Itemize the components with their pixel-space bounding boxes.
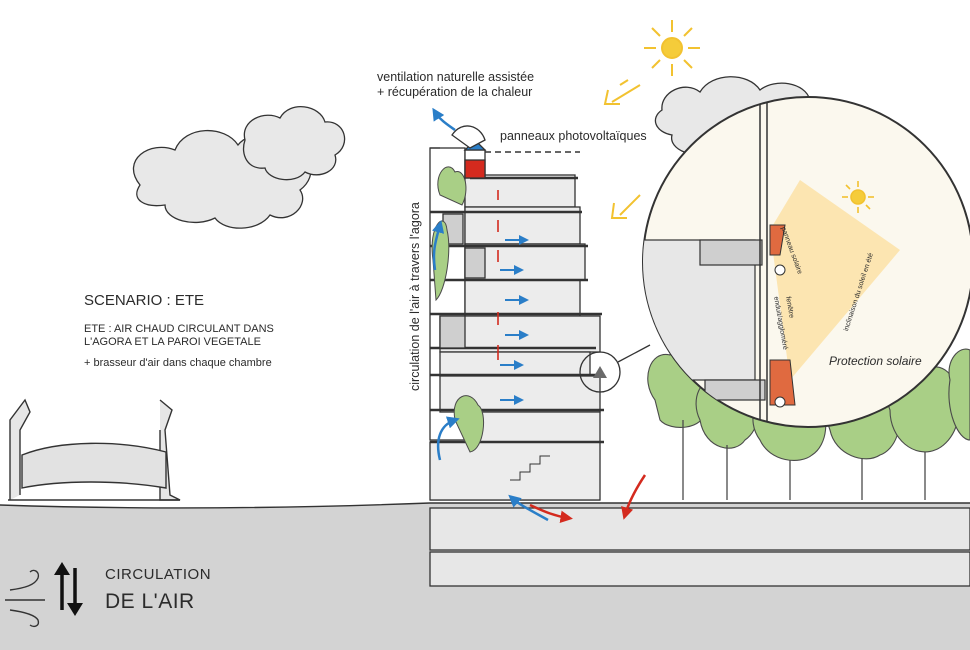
detail-marker: [579, 351, 621, 393]
left-pavilion: [8, 398, 181, 501]
panels-label: panneaux photovoltaïques: [500, 129, 647, 143]
legend-wind-icon: [5, 569, 45, 628]
scenario-title: SCENARIO : ETE: [84, 292, 205, 309]
ventilation-label-1: ventilation naturelle assistée: [377, 70, 535, 84]
detail-zoom: [642, 96, 970, 428]
legend-line2: DE L'AIR: [105, 590, 195, 613]
legend-line1: CIRCULATION: [105, 566, 212, 583]
scenario-desc-2: L'AGORA ET LA PAROI VEGETALE: [84, 336, 261, 348]
cloud-left: [132, 106, 346, 229]
detail-connector: [617, 344, 651, 363]
sun-ray-arrows: [603, 79, 641, 219]
legend-arrows-icon: [54, 562, 83, 616]
ventilation-chimney: [451, 125, 487, 179]
sun-icon: [644, 20, 700, 76]
agora-vertical-label: circulation de l'air à travers l'agora: [408, 202, 422, 391]
air-flows: [432, 107, 647, 524]
ground-line: [0, 502, 970, 509]
ventilation-label-2: + récupération de la chaleur: [377, 85, 533, 99]
protection-label: Protection solaire: [829, 354, 922, 368]
underground-levels: [429, 499, 970, 587]
scenario-note: + brasseur d'air dans chaque chambre: [84, 357, 272, 369]
tree-trunks: [682, 420, 926, 500]
detail-marker-shape: [593, 366, 607, 378]
scenario-desc-1: ETE : AIR CHAUD CIRCULANT DANS: [84, 323, 274, 335]
